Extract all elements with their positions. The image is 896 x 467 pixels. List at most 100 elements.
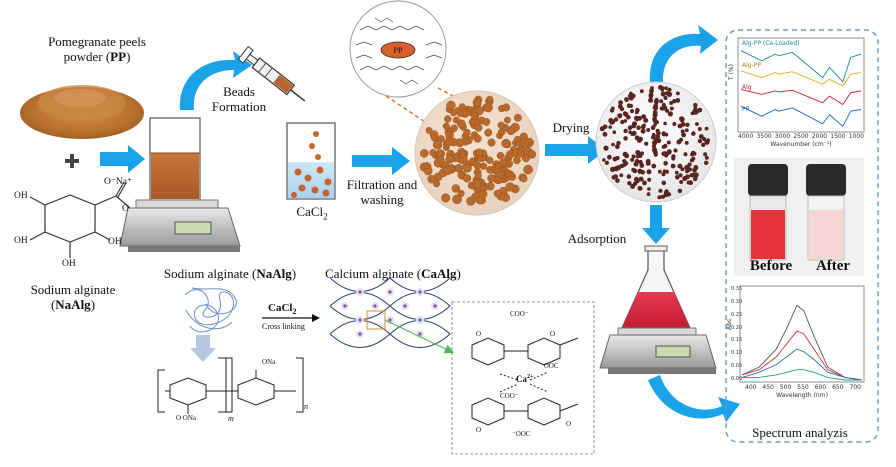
ftir-legend-2: Alg-PP	[742, 62, 761, 69]
cacl2-label: CaCl2	[296, 204, 328, 222]
bead	[659, 99, 664, 104]
bead	[616, 140, 621, 146]
ring-o-label-4: O	[566, 420, 572, 428]
bead	[507, 127, 515, 136]
bead	[634, 158, 640, 164]
adsorption-flask	[621, 245, 691, 329]
bead	[694, 110, 698, 115]
stirring-beaker	[149, 117, 201, 201]
bead	[611, 142, 615, 147]
crosslink-reagent-label: CaCl2	[268, 302, 297, 317]
bead	[693, 165, 699, 170]
bead	[662, 105, 668, 111]
bead	[452, 194, 462, 205]
bead	[666, 140, 671, 145]
bead	[684, 165, 689, 170]
arrow-coil-to-structure	[190, 335, 216, 362]
dried-beads-dish	[595, 81, 717, 203]
series-line-1	[741, 304, 863, 381]
process-arrows	[100, 25, 740, 422]
bead	[675, 175, 680, 180]
bead	[664, 189, 669, 194]
uv-chart	[739, 285, 865, 383]
bead	[648, 97, 654, 103]
bead	[631, 154, 636, 159]
pp-bead-label: PP	[394, 46, 403, 55]
drying-label: Drying	[552, 120, 590, 135]
bead	[646, 128, 651, 132]
bead	[660, 91, 666, 97]
bead	[669, 106, 674, 111]
bead	[652, 110, 658, 115]
bead	[497, 121, 505, 129]
egg-box-detail-frame	[451, 301, 595, 455]
bead	[663, 192, 669, 198]
arrow-adsorption	[642, 205, 670, 244]
plus-icon	[65, 154, 79, 168]
bead	[693, 172, 699, 178]
bead	[661, 172, 666, 177]
after-label: After	[815, 258, 851, 274]
bead	[630, 132, 635, 137]
bead	[672, 122, 677, 126]
bead	[693, 105, 698, 109]
coo-label-top: COO⁻	[510, 310, 529, 318]
vials-photo	[734, 158, 864, 276]
bead	[647, 177, 652, 182]
bead	[703, 152, 708, 157]
bead	[499, 158, 508, 167]
bead	[432, 140, 443, 150]
bead	[474, 123, 483, 132]
bead	[623, 128, 628, 134]
arrow-filtration	[352, 147, 410, 175]
bead	[676, 91, 680, 96]
bead	[505, 182, 515, 192]
bead	[523, 164, 533, 175]
bead	[620, 163, 625, 168]
bead	[636, 125, 641, 130]
bead	[612, 156, 618, 162]
bead	[655, 134, 661, 140]
bead	[468, 118, 476, 126]
bead	[521, 154, 530, 163]
bead	[704, 126, 709, 131]
bead	[517, 150, 525, 158]
bead	[685, 174, 690, 180]
ooc-label-bottom: ⁻OOC	[512, 430, 531, 438]
bead	[622, 159, 627, 164]
bead	[663, 121, 667, 126]
ftir-ylabel: T (%)	[728, 64, 735, 80]
bead	[651, 147, 658, 153]
magnetic-stirrer-scale-1	[119, 199, 241, 252]
alginate-coil	[184, 287, 237, 333]
bead	[441, 193, 451, 203]
bead	[487, 174, 496, 183]
bead	[524, 138, 532, 147]
bead	[664, 86, 669, 91]
bead	[630, 157, 635, 162]
bead	[677, 163, 683, 169]
bead	[704, 160, 709, 165]
oh-label-3: OH	[62, 259, 76, 269]
bead	[641, 114, 647, 119]
bead	[646, 169, 652, 175]
bead	[650, 86, 654, 90]
bead	[680, 118, 685, 123]
bead	[478, 189, 488, 199]
bead	[483, 102, 493, 113]
bead	[665, 169, 669, 174]
spectrum-analysis-label: Spectrum analyzis	[752, 425, 848, 440]
bead	[613, 166, 619, 172]
bead	[666, 151, 670, 156]
bead	[502, 103, 511, 112]
naalg-title: Sodium alginate (NaAlg)	[163, 266, 297, 281]
bead	[685, 169, 690, 174]
bead	[450, 109, 457, 117]
bead	[429, 130, 439, 140]
bead	[474, 172, 482, 180]
bead	[704, 139, 710, 145]
bead	[620, 119, 625, 125]
bead	[697, 107, 703, 113]
